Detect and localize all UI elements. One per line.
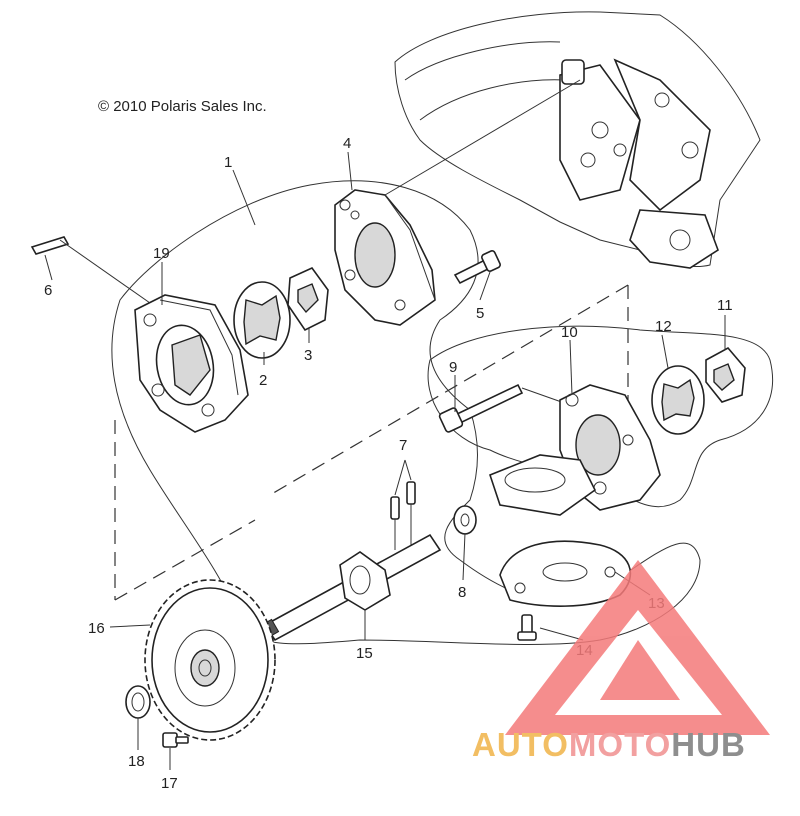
watermark-auto: AUTO [472, 726, 569, 763]
callout-4: 4 [343, 135, 351, 152]
part-8-washer [453, 505, 477, 535]
part-16-gear [144, 579, 276, 741]
sub-assembly-dashed-outline [114, 284, 629, 601]
callout-10: 10 [561, 324, 578, 341]
copyright-notice: © 2010 Polaris Sales Inc. [98, 98, 267, 115]
part-6-pin [30, 236, 161, 311]
part-17-bolt [162, 732, 189, 748]
callout-5: 5 [476, 305, 484, 322]
part-3-inner-rotor [287, 267, 329, 332]
callout-6: 6 [44, 282, 52, 299]
callout-9: 9 [449, 359, 457, 376]
callout-15: 15 [356, 645, 373, 662]
watermark-hub: HUB [671, 726, 746, 763]
part-18-washer [125, 685, 151, 719]
assembly-9-outline [427, 325, 774, 508]
part-4-pump-plate [334, 79, 581, 326]
engine-case [394, 11, 761, 269]
part-11-inner-rotor [705, 346, 746, 403]
watermark-logo-icon [505, 560, 770, 735]
watermark-text: AUTOMOTOHUB [472, 726, 746, 764]
leader-lines [44, 151, 726, 770]
part-9-long-bolt [438, 383, 571, 433]
callout-3: 3 [304, 347, 312, 364]
part-5-bolt [453, 250, 501, 285]
callout-16: 16 [88, 620, 105, 637]
part-14-bolt [517, 614, 537, 641]
part-13-screen [499, 540, 632, 607]
watermark-moto: MOTO [568, 726, 672, 763]
callout-1: 1 [224, 154, 232, 171]
callout-11: 11 [717, 297, 733, 314]
callout-7: 7 [399, 437, 407, 454]
callout-2: 2 [259, 372, 267, 389]
callout-17: 17 [161, 775, 178, 792]
part-12-outer-rotor [651, 365, 705, 435]
part-2-outer-rotor [233, 281, 291, 359]
callout-8: 8 [458, 584, 466, 601]
part-15-shaft [258, 533, 442, 642]
part-10-pump-housing [489, 384, 661, 516]
callout-19: 19 [153, 245, 170, 262]
part-19-pump-body [134, 294, 249, 433]
part-7-pins [390, 481, 416, 550]
callout-18: 18 [128, 753, 145, 770]
callout-12: 12 [655, 318, 672, 335]
